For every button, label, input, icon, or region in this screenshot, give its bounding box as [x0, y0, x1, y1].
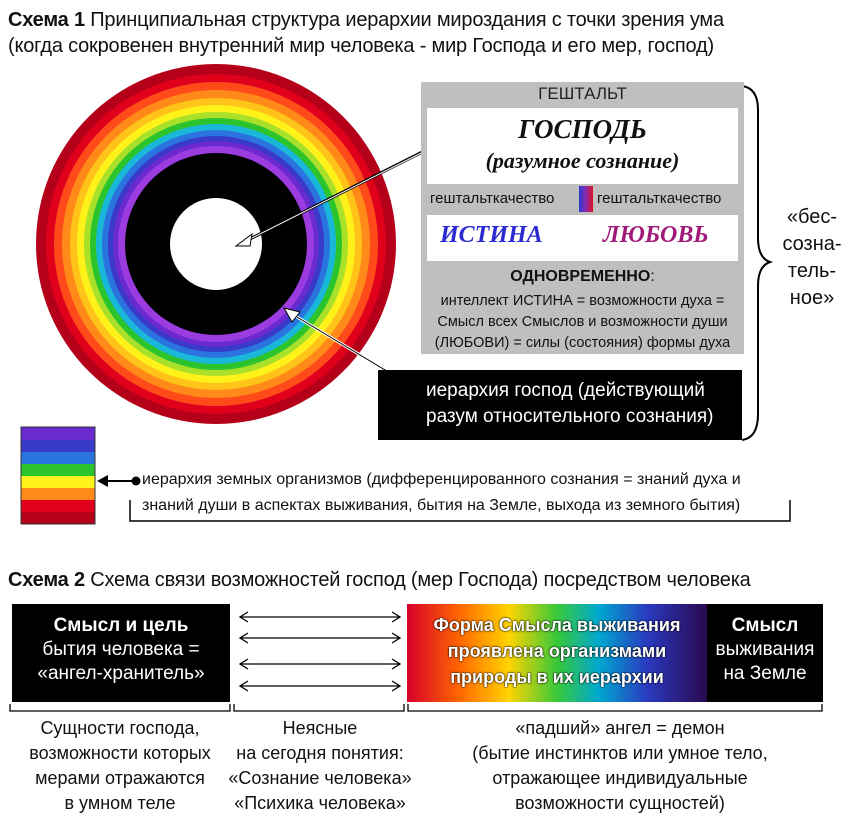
bottom-mid-line-4: «Психика человека»: [234, 793, 406, 813]
earth-spectrum-strip: [20, 426, 96, 525]
scheme1-title: Схема 1 Принципиальная структура иерархи…: [8, 8, 724, 32]
survival-bold: Смысл: [731, 615, 799, 636]
odnovremenno-heading: ОДНОВРЕМЕННО:: [421, 268, 744, 286]
unconscious-line-4: ное»: [789, 287, 835, 309]
gospod-title: ГОСПОДЬ: [518, 114, 647, 144]
unconscious-line-1: «бес-: [786, 206, 838, 228]
razum-subtitle: (разумное сознание): [485, 148, 680, 173]
bottom-bracket: [129, 500, 791, 522]
unclear-concepts-text: Неясные на сегодня понятия: «Сознание че…: [222, 716, 418, 816]
unconscious-label: «бес- созна- тель- ное»: [776, 204, 848, 312]
survival-spectrum-text: Форма Смысла выживания проявлена организ…: [407, 612, 707, 690]
scheme2-brackets: [9, 704, 823, 712]
bottom-right-line-1: «падший» ангел = демон: [515, 718, 725, 738]
gestaltquality-bar: [579, 186, 593, 212]
lubov-label: ЛЮБОВЬ: [603, 222, 709, 248]
bottom-mid-line-3: «Сознание человека»: [228, 768, 412, 788]
odnovremenno-word: ОДНОВРЕМЕННО: [510, 268, 651, 285]
bottom-mid-line-2: на сегодня понятия:: [236, 743, 404, 763]
earth-hierarchy-text: иерархия земных организмов (дифференциро…: [142, 467, 741, 519]
intellect-line-2: Смысл всех Смыслов и возможности души: [437, 314, 728, 330]
bottom-right-line-4: возможности сущностей): [515, 793, 725, 813]
white-center: [170, 198, 262, 290]
bottom-left-line-4: в умном теле: [64, 793, 176, 813]
survival-meaning-box: Смысл выживания на Земле: [707, 604, 823, 702]
scheme2-label: Схема 2: [8, 569, 85, 591]
bottom-left-line-3: мерами отражаются: [35, 768, 205, 788]
gestalt-caption: ГЕШТАЛЬТ: [538, 84, 627, 103]
survival-line-1: выживания: [715, 639, 815, 660]
hierarchy-gospod-line-2: разум относительного сознания): [426, 406, 714, 427]
unconscious-line-2: созна-: [782, 233, 842, 255]
scheme2-title-text: Схема связи возможностей господ (мер Гос…: [90, 569, 751, 591]
spectrum-line-2: проявлена организмами: [447, 641, 667, 661]
guardian-bold: Смысл и цель: [53, 615, 189, 636]
bottom-right-line-2: (бытие инстинктов или умное тело,: [472, 743, 768, 763]
guardian-angel-box: Смысл и цель бытия человека = «ангел-хра…: [12, 604, 230, 702]
bottom-mid-line-1: Неясные: [282, 718, 358, 738]
unconscious-line-3: тель-: [787, 260, 837, 282]
earth-line-2: знаний души в аспектах выживания, бытия …: [142, 497, 741, 514]
arrow-to-strip: [97, 475, 141, 487]
spectrum-line-3: природы в их иерархии: [450, 667, 664, 687]
hierarchy-gospod-box: иерархия господ (действующий разум относ…: [378, 370, 742, 440]
odnovremenno-colon: :: [650, 268, 655, 285]
guardian-line-2: «ангел-хранитель»: [37, 663, 205, 684]
spectrum-line-1: Форма Смысла выживания: [433, 615, 681, 635]
fallen-angel-text: «падший» ангел = демон (бытие инстинктов…: [430, 716, 810, 816]
rainbow-circle: [36, 64, 396, 424]
bottom-right-line-3: отражающее индивидуальные: [492, 768, 748, 788]
bottom-left-line-2: возможности которых: [29, 743, 211, 763]
scheme1-label: Схема 1: [8, 9, 85, 31]
intellect-line-1: интеллект ИСТИНА = возможности духа =: [440, 293, 725, 309]
earth-line-1: иерархия земных организмов (дифференциро…: [142, 471, 741, 488]
scheme1-title-line1: Принципиальная структура иерархии мирозд…: [90, 9, 724, 31]
right-brace: [741, 85, 774, 441]
intellect-text: интеллект ИСТИНА = возможности духа = См…: [421, 291, 744, 354]
scheme2-title: Схема 2 Схема связи возможностей господ …: [8, 568, 751, 592]
hierarchy-gospod-line-1: иерархия господ (действующий: [426, 380, 705, 401]
survival-spectrum-box: [407, 604, 707, 702]
survival-line-2: на Земле: [723, 663, 807, 684]
gestaltquality-left: гештальткачество: [430, 190, 555, 207]
truth-love-panel: [427, 215, 738, 261]
guardian-line-1: бытия человека =: [42, 639, 200, 660]
istina-label: ИСТИНА: [440, 222, 543, 248]
gospod-panel: [427, 108, 738, 184]
intellect-line-3: (ЛЮБОВИ) = силы (состояния) формы духа: [434, 335, 731, 351]
bottom-left-line-1: Сущности господа,: [40, 718, 200, 738]
lord-essences-text: Сущности господа, возможности которых ме…: [10, 716, 230, 816]
gestaltquality-right: гештальткачество: [597, 190, 722, 207]
double-arrows: [238, 611, 402, 692]
scheme1-title-line2: (когда сокровенен внутренний мир человек…: [8, 35, 714, 57]
